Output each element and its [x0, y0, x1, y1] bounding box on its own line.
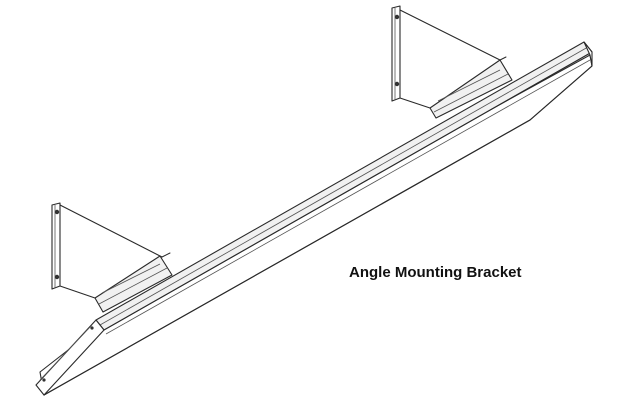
panel-end-screw-bottom [42, 378, 46, 382]
panel-end-screw-top [90, 326, 94, 330]
left-gusset [59, 204, 163, 258]
right-wall-plate [391, 5, 401, 102]
right-wall-bracket [391, 5, 513, 119]
left-wall-bracket [51, 202, 173, 313]
left-clamp-block [94, 255, 173, 313]
figure-caption: Angle Mounting Bracket [349, 264, 522, 281]
mounted-panel [35, 41, 593, 396]
left-plate-hole-top [54, 209, 60, 215]
right-plate-hole-top [394, 14, 400, 20]
left-plate-hole-bottom [54, 274, 60, 280]
right-plate-hole-bottom [394, 81, 400, 87]
right-gusset [399, 9, 501, 61]
